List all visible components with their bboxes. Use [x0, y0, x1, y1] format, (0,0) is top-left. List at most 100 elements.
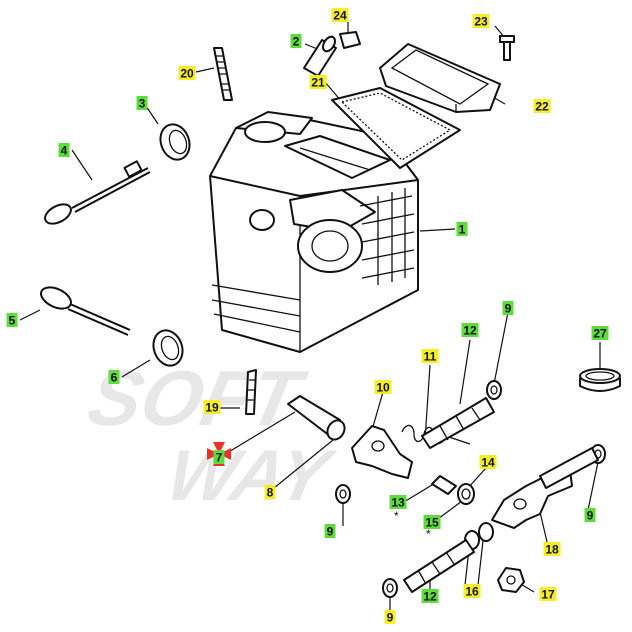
callout-number: 15: [425, 516, 439, 530]
callout-c17: 17: [539, 587, 557, 602]
callout-highlight: [423, 515, 441, 529]
callout-number: 6: [111, 371, 118, 385]
callout-highlight: [213, 450, 225, 464]
rocker-shaft-right: [539, 447, 599, 489]
callout-c12b: 12: [421, 589, 439, 604]
callout-highlight: [264, 485, 276, 499]
callout-number: 22: [535, 100, 549, 114]
callout-highlight: [389, 495, 407, 509]
plug-7-8: [287, 395, 346, 441]
callout-c1: 1: [456, 222, 468, 237]
callout-number: 20: [180, 67, 194, 81]
callout-c7: 7: [213, 450, 225, 465]
callout-c24: 24: [331, 8, 349, 23]
ring-14: [457, 483, 475, 505]
callout-highlight: [539, 587, 557, 601]
callout-number: 2: [293, 35, 300, 49]
callout-highlight: [384, 610, 396, 624]
callout-highlight: [502, 301, 514, 315]
bushing-13: [431, 475, 457, 495]
watermark: SOFT WAY: [81, 355, 342, 516]
callout-c5: 5: [6, 313, 18, 328]
callout-highlight: [456, 222, 468, 236]
nut-17: [497, 567, 525, 593]
callout-highlight: [472, 14, 490, 28]
callout-number: 27: [593, 327, 607, 341]
callout-highlight: [461, 323, 479, 337]
callout-number: 23: [474, 15, 488, 29]
callout-c11: 11: [421, 349, 439, 364]
callout-number: 9: [587, 509, 594, 523]
callout-c13: 13: [389, 495, 407, 510]
callout-number: 17: [541, 588, 555, 602]
callout-c10: 10: [374, 380, 392, 395]
exhaust-valve-5: [40, 286, 131, 336]
callout-highlight: [543, 542, 561, 556]
washer-9-a: [486, 380, 502, 400]
callout-highlight: [136, 96, 148, 110]
washer-9-d: [382, 578, 398, 598]
rocker-shaft-12-upper: [421, 397, 495, 449]
callout-c19: 19: [203, 400, 221, 415]
callout-highlight: [479, 455, 497, 469]
valve-seal-6: [152, 329, 184, 367]
asterisk-markers: * *: [394, 509, 431, 541]
washer-9-b: [335, 484, 351, 504]
callout-number: 24: [333, 9, 347, 23]
callout-number: 1: [459, 223, 466, 237]
callout-number: 19: [205, 401, 219, 415]
callout-c2: 2: [290, 34, 302, 49]
callout-number: 21: [311, 76, 325, 90]
intake-valve-4: [44, 160, 151, 225]
callout-number: 12: [423, 590, 437, 604]
valve-guide-2: [303, 35, 337, 77]
callout-number: 12: [463, 324, 477, 338]
callout-highlight: [178, 66, 196, 80]
rocker-shaft-12-lower: [403, 539, 475, 593]
callout-number: 8: [267, 486, 274, 500]
callout-number: 4: [61, 144, 68, 158]
rocker-arm-10: [351, 425, 413, 479]
bolt-23: [499, 35, 515, 61]
callout-highlight: [463, 584, 481, 598]
callout-c20: 20: [178, 66, 196, 81]
callout-c4: 4: [58, 143, 70, 158]
cylinder-head: [209, 111, 419, 353]
callout-number: 7: [216, 451, 223, 465]
callout-highlight: [331, 8, 349, 22]
callout-number: 9: [327, 525, 334, 539]
callout-number: 9: [387, 611, 394, 625]
callout-c3: 3: [136, 96, 148, 111]
callout-c12a: 12: [461, 323, 479, 338]
callout-c9d: 9: [384, 610, 396, 625]
callout-number: 3: [139, 97, 146, 111]
callout-c6: 6: [108, 370, 120, 385]
callout-highlight: [584, 508, 596, 522]
callout-c9b: 9: [324, 524, 336, 539]
valve-seal-3: [159, 123, 191, 161]
callout-highlight: [591, 326, 609, 340]
svg-text:*: *: [394, 509, 399, 523]
callout-c21: 21: [309, 75, 327, 90]
callout-highlight: [421, 349, 439, 363]
svg-text:*: *: [426, 527, 431, 541]
callout-c22: 22: [533, 99, 551, 114]
callout-number: 9: [505, 302, 512, 316]
callout-highlight: [108, 370, 120, 384]
callout-number: 14: [481, 456, 495, 470]
callout-number: 18: [545, 543, 559, 557]
gasket-21: [331, 87, 461, 169]
callout-highlight: [203, 400, 221, 414]
callout-c15: 15: [423, 515, 441, 530]
callout-highlight: [374, 380, 392, 394]
watermark-line2: WAY: [160, 436, 342, 516]
callout-highlight: [290, 34, 302, 48]
callout-number: 5: [9, 314, 16, 328]
pin-19: [245, 369, 257, 415]
cap-24: [339, 31, 361, 49]
valve-cover-22: [379, 43, 501, 113]
watermark-line1: SOFT: [81, 355, 313, 442]
